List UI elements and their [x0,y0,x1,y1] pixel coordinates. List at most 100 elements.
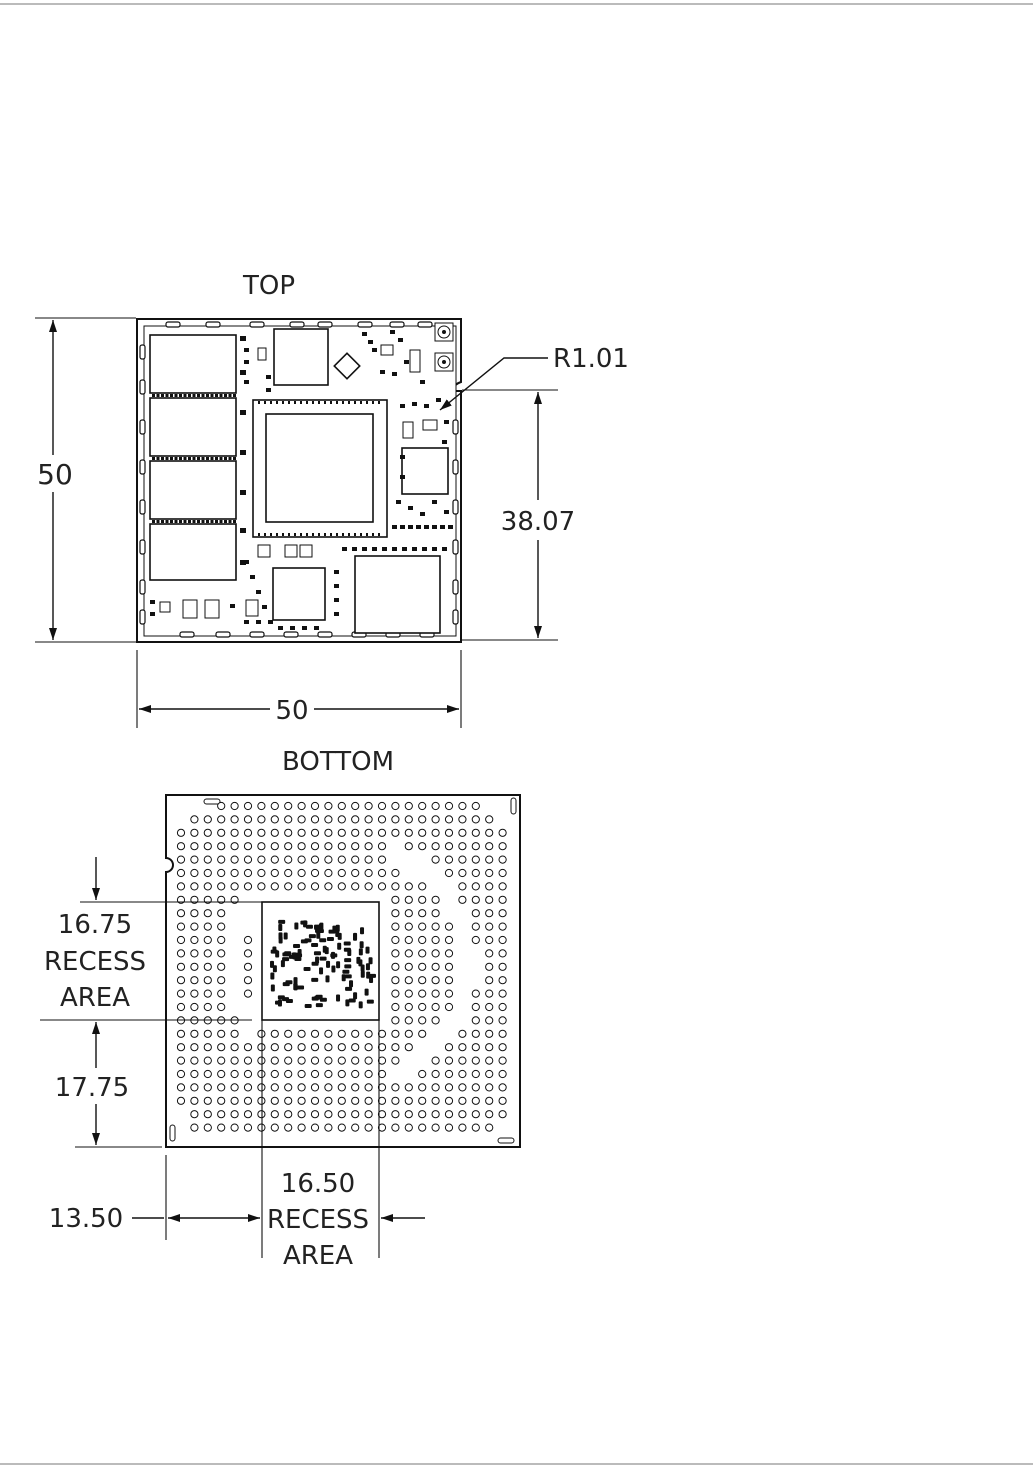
bga-ball [419,936,426,943]
bga-ball [258,1111,265,1118]
bga-ball [445,843,452,850]
bga-ball [405,1111,412,1118]
bga-ball [445,1044,452,1051]
bga-ball [204,1070,211,1077]
top-view-title: TOP [242,271,295,301]
recess-component [361,964,365,971]
bga-ball [271,869,278,876]
bga-ball [298,1030,305,1037]
pin-dot [240,410,246,415]
smd-component [400,455,405,459]
bga-ball [311,843,318,850]
bga-ball [405,1097,412,1104]
pin-dot [193,394,196,397]
bga-ball [459,843,466,850]
cpu-pin [324,401,326,404]
pin-dot [184,394,187,397]
recess-component [338,933,342,940]
bga-ball [325,869,332,876]
cpu-pin [264,533,266,536]
small-component [403,422,413,438]
bga-ball [244,843,251,850]
pin-dot [229,394,232,397]
bga-ball [486,1070,493,1077]
bga-ball [338,843,345,850]
smd-component [244,560,249,564]
bga-ball [445,923,452,930]
bga-ball [218,977,225,984]
bga-ball [218,936,225,943]
smd-component [392,547,397,551]
smd-component [442,547,447,551]
recess-component [342,974,346,981]
bga-ball [285,802,292,809]
bga-ball [218,1057,225,1064]
bga-ball [365,1044,372,1051]
bga-ball [298,1044,305,1051]
smd-component [362,547,367,551]
bga-ball [204,977,211,984]
bga-ball [218,1003,225,1010]
bga-ball [419,950,426,957]
recess-component [283,982,290,986]
bga-ball [338,1111,345,1118]
pin-dot [240,336,246,341]
recess-height-line2: AREA [60,983,130,1013]
bga-ball [392,883,399,890]
bga-ball [486,923,493,930]
bga-ball [378,843,385,850]
pin-dot [166,520,169,523]
bga-ball [432,1057,439,1064]
recess-component [331,952,335,959]
smd-component [424,525,429,529]
bga-ball [218,883,225,890]
bga-ball [365,829,372,836]
bga-ball [392,950,399,957]
bga-ball [405,896,412,903]
bga-ball [419,963,426,970]
bga-ball [486,1017,493,1024]
bga-ball [204,910,211,917]
cpu-pin [306,401,308,404]
bga-ball [177,923,184,930]
bga-ball [472,923,479,930]
bga-ball [218,990,225,997]
bga-ball [258,1044,265,1051]
bga-ball [258,869,265,876]
bga-ball [392,977,399,984]
smd-component [436,398,441,402]
smd-component [408,525,413,529]
pin-dot [224,457,227,460]
recess-component [278,1000,282,1007]
bga-ball [258,1084,265,1091]
bga-ball [177,1003,184,1010]
cpu-pin [276,533,278,536]
cpu-pin [282,401,284,404]
bga-ball [204,1003,211,1010]
bga-ball [486,1084,493,1091]
recess-component [292,952,296,959]
bga-ball [419,1084,426,1091]
bga-ball [177,1057,184,1064]
bga-ball [204,923,211,930]
bga-ball [419,829,426,836]
smd-component [432,547,437,551]
bga-ball [285,843,292,850]
bga-ball [432,1111,439,1118]
recess-component [326,961,330,968]
recess-component [353,934,357,941]
bga-ball [204,950,211,957]
bga-ball [405,923,412,930]
bga-ball [459,802,466,809]
pin-dot [170,457,173,460]
bga-ball [177,829,184,836]
bga-ball [177,950,184,957]
bga-ball [459,869,466,876]
bga-ball [486,1044,493,1051]
bga-ball [499,990,506,997]
bga-ball [285,1057,292,1064]
smd-component [432,525,437,529]
smd-component [444,510,449,514]
bga-ball [419,1070,426,1077]
bottom-view-title: BOTTOM [282,747,394,777]
